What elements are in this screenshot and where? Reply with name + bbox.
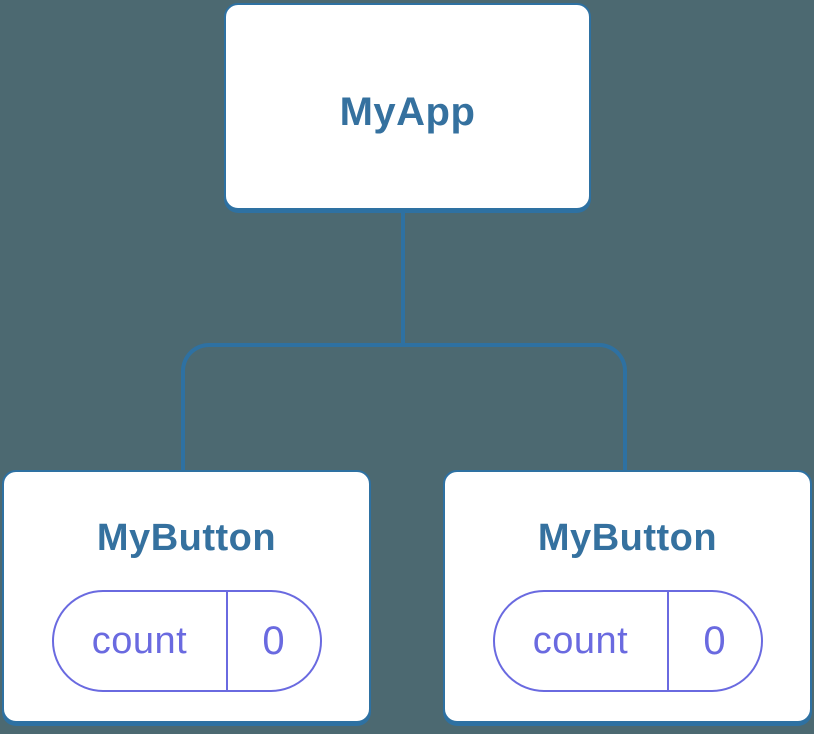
state-pill-1-value: 0 (225, 592, 320, 690)
node-myapp-label: MyApp (339, 89, 476, 134)
node-mybutton-2-label: MyButton (537, 517, 718, 559)
state-pill-1-key: count (91, 619, 188, 662)
connector-bracket (181, 343, 627, 471)
node-mybutton-1: MyButton count 0 (2, 470, 371, 723)
node-myapp: MyApp (224, 3, 591, 210)
node-mybutton-1-label: MyButton (96, 517, 277, 559)
node-mybutton-2: MyButton count 0 (443, 470, 812, 723)
connector-stem (401, 211, 405, 347)
state-pill-2: count 0 (492, 590, 763, 692)
state-pill-2-value: 0 (666, 592, 761, 690)
state-pill-2-key: count (532, 619, 629, 662)
state-pill-1: count 0 (51, 590, 322, 692)
